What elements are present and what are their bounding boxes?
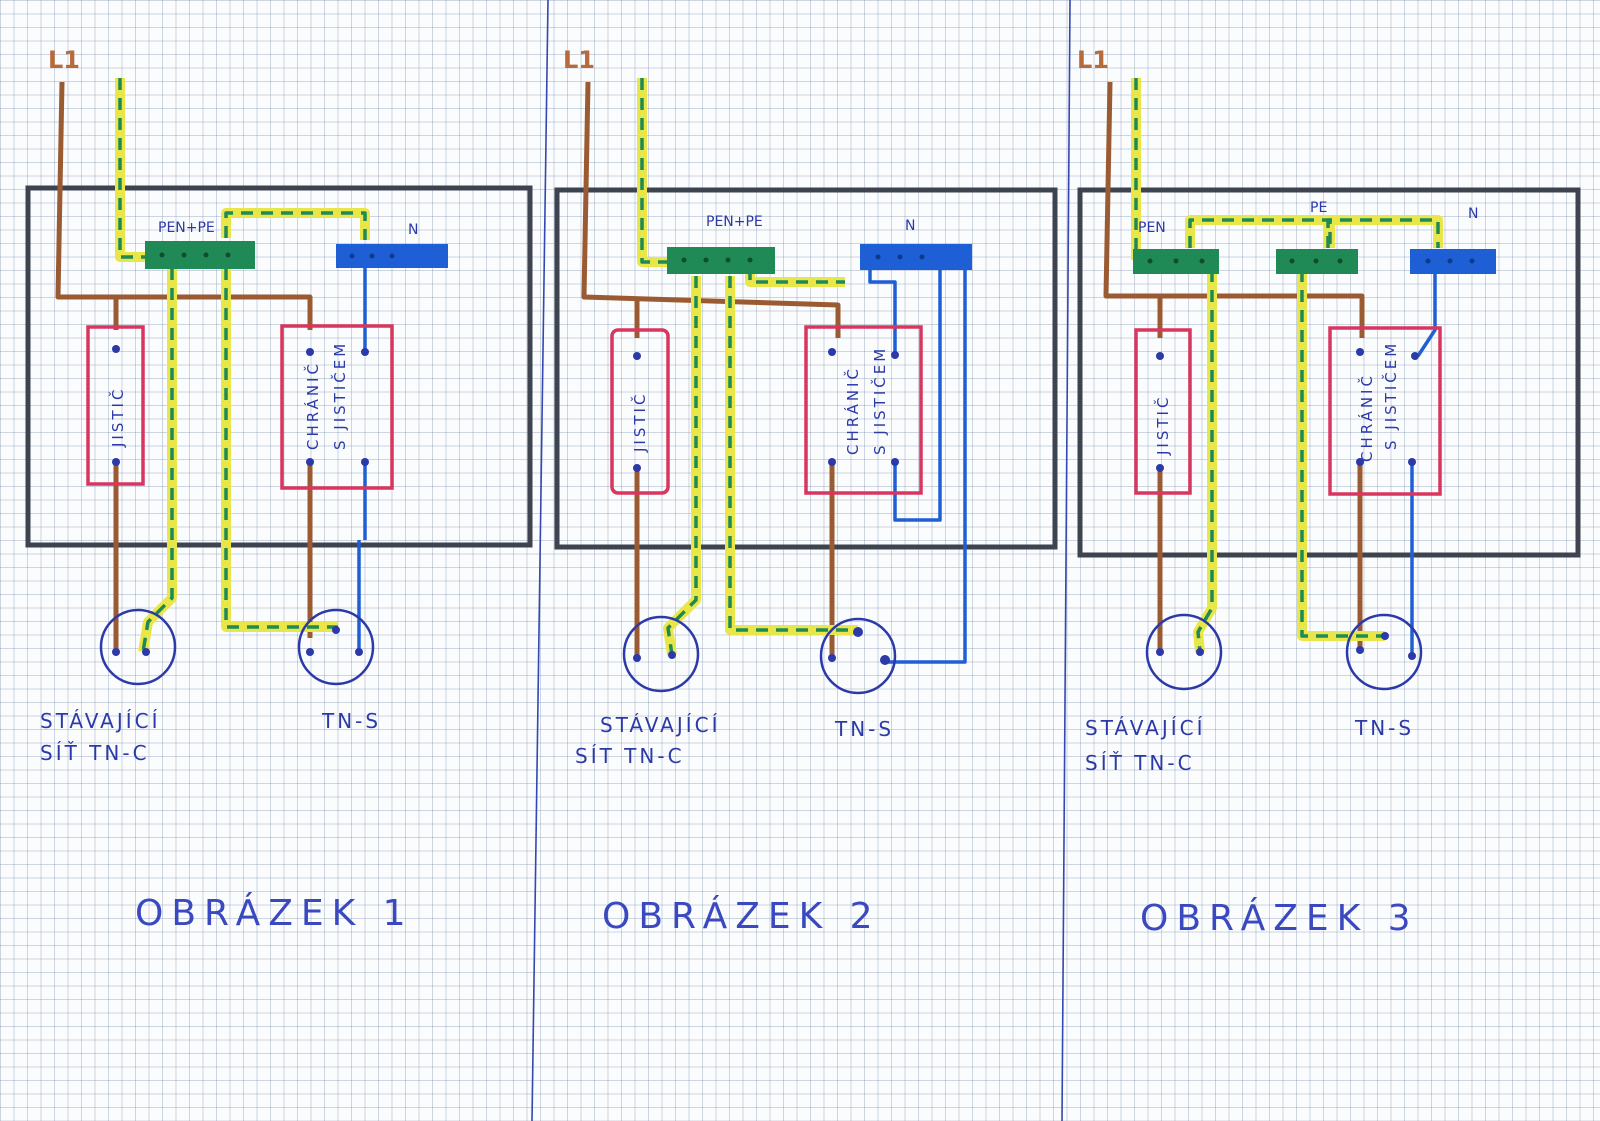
target-label: TN-S: [834, 717, 894, 741]
source-terminal: [1145, 613, 1223, 691]
breaker-label: JISTIČ: [630, 392, 649, 453]
rcd-breaker: [1328, 326, 1442, 496]
source-label-line1: STÁVAJÍCÍ: [40, 709, 161, 733]
panel-caption: OBRÁZEK 3: [1140, 897, 1419, 939]
target-terminal: [1345, 613, 1423, 691]
circuit-breaker: [610, 328, 670, 495]
rcd-breaker: [804, 325, 923, 495]
pe-wire: [115, 78, 370, 653]
source-terminal: [99, 608, 177, 686]
neutral-wire: [868, 266, 967, 664]
phase-wire: [1103, 81, 1365, 652]
rcd-label-line1: CHRÁNIČ: [303, 361, 322, 450]
enclosure-box: [1077, 187, 1581, 558]
n-label: N: [408, 222, 418, 238]
phase-wire: [55, 81, 313, 652]
source-label-line2: SÍT TN-C: [575, 744, 685, 768]
neutral-busbar: [1410, 249, 1496, 274]
source-terminal: [622, 615, 700, 693]
rcd-label-line2: S JISTIČEM: [1381, 341, 1400, 450]
panel-caption: OBRÁZEK 2: [602, 895, 881, 937]
panel-2: PEN+PE N JISTIČ CHRÁNIČ S JISTIČEM L1 ST…: [554, 46, 1058, 937]
rcd-label-line1: CHRÁNIČ: [843, 366, 862, 455]
breaker-label: JISTIČ: [1153, 395, 1172, 456]
n-label: N: [1468, 206, 1478, 222]
pe-label: PE: [1310, 200, 1327, 216]
rcd-label-line2: S JISTIČEM: [870, 346, 889, 455]
target-label: TN-S: [1354, 716, 1414, 740]
panel-1: PEN+PE N JISTIČ CHRÁNIČ S JISTIČEM L1 ST…: [25, 46, 533, 934]
circuit-breaker: [86, 325, 145, 486]
enclosure-box: [554, 187, 1058, 550]
phase-label: L1: [1077, 46, 1109, 74]
circuit-breaker: [1134, 328, 1192, 495]
source-label-line2: SÍŤ TN-C: [1085, 751, 1195, 775]
target-terminal: [297, 608, 375, 686]
n-label: N: [905, 218, 915, 234]
pe-wire: [637, 78, 858, 656]
rcd-label-line1: CHRÁNIČ: [1357, 373, 1376, 462]
source-label-line1: STÁVAJÍCÍ: [600, 713, 721, 737]
source-label-line1: STÁVAJÍCÍ: [1085, 716, 1206, 740]
phase-wire: [581, 81, 841, 658]
phase-label: L1: [563, 46, 595, 74]
pe-wire: [1131, 78, 1443, 653]
pen-pe-label: PEN+PE: [158, 220, 215, 236]
panel-3: PEN PE N JISTIČ CHRÁNIČ S JISTIČEM L1 ST…: [1077, 46, 1581, 939]
panel-caption: OBRÁZEK 1: [135, 892, 414, 934]
enclosure-box: [25, 185, 533, 548]
separator-line-1: [531, 0, 549, 1121]
source-label-line2: SÍŤ TN-C: [40, 741, 150, 765]
target-label: TN-S: [321, 709, 381, 733]
pen-label: PEN: [1138, 220, 1166, 236]
breaker-label: JISTIČ: [108, 387, 127, 448]
neutral-wire: [357, 266, 367, 652]
rcd-label-line2: S JISTIČEM: [330, 341, 349, 450]
rcd-breaker: [280, 324, 394, 490]
phase-label: L1: [48, 46, 80, 74]
target-terminal: [819, 617, 897, 695]
separator-line-2: [1061, 0, 1071, 1121]
pen-pe-label: PEN+PE: [706, 214, 763, 230]
